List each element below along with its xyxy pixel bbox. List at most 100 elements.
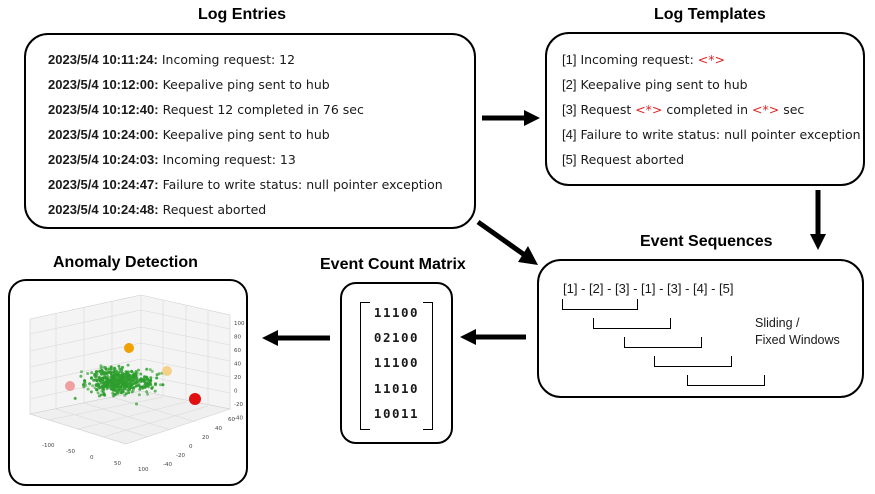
window-bracket [593, 318, 671, 329]
normal-point [99, 364, 103, 368]
anomaly-point [65, 381, 75, 391]
normal-point [121, 390, 125, 394]
normal-point [115, 391, 119, 395]
normal-point [101, 378, 105, 382]
normal-point [136, 380, 140, 384]
template-text: completed in [662, 102, 753, 117]
normal-point [97, 394, 101, 398]
normal-point [108, 379, 112, 383]
normal-point [119, 385, 123, 389]
matrix-row: 11010 [373, 381, 420, 396]
normal-point [90, 376, 93, 380]
normal-point [155, 376, 159, 380]
x-tick-label: 50 [114, 461, 121, 467]
template-number: [5] [562, 152, 577, 167]
normal-point [101, 381, 105, 385]
x-tick-label: 100 [138, 467, 149, 473]
normal-point [84, 383, 87, 387]
normal-point [86, 387, 90, 391]
log-templates-title: Log Templates [654, 6, 766, 23]
matrix-row: 02100 [373, 330, 420, 345]
template-line: [4] Failure to write status: null pointe… [562, 127, 861, 142]
matrix-row: 11100 [373, 355, 420, 370]
normal-point [127, 391, 131, 395]
normal-point [121, 375, 125, 379]
arrow-templates-to-sequences [810, 190, 826, 250]
template-number: [4] [562, 127, 577, 142]
normal-point [110, 376, 114, 379]
normal-point [145, 390, 149, 394]
log-timestamp: 2023/5/4 10:12:40: [48, 102, 159, 117]
arrow-log-to-templates [482, 110, 540, 126]
log-timestamp: 2023/5/4 10:24:47: [48, 177, 159, 192]
normal-point [95, 388, 99, 392]
normal-point [138, 387, 142, 391]
normal-point [142, 385, 146, 389]
normal-point [121, 379, 124, 383]
anomaly-point [189, 393, 201, 405]
z-tick-label: 20 [234, 375, 241, 381]
normal-point [134, 381, 137, 385]
log-timestamp: 2023/5/4 10:12:00: [48, 77, 159, 92]
normal-point [101, 371, 104, 375]
normal-point [115, 381, 119, 385]
normal-point [124, 375, 128, 379]
normal-point [118, 381, 122, 385]
normal-point [126, 363, 130, 367]
normal-point [98, 370, 102, 374]
event-sequences-box: [1] - [2] - [3] - [1] - [3] - [4] - [5] … [537, 259, 864, 398]
normal-point [148, 368, 152, 372]
normal-point [125, 370, 129, 374]
normal-point [109, 365, 113, 369]
normal-point [80, 370, 83, 374]
z-tick-label: 60 [234, 348, 241, 354]
log-entries-title: Log Entries [198, 6, 287, 23]
y-tick-label: 40 [215, 426, 222, 432]
windows-label: Sliding / [755, 316, 800, 330]
normal-point [143, 375, 147, 379]
normal-point [137, 393, 141, 397]
log-message: Incoming request: 12 [161, 52, 296, 67]
log-entries-box: 2023/5/4 10:11:24: Incoming request: 12 … [24, 33, 476, 229]
normal-point [128, 381, 132, 385]
normal-point [99, 366, 103, 370]
normal-point [146, 385, 150, 389]
normal-point [100, 389, 104, 393]
normal-point [113, 366, 116, 370]
log-timestamp: 2023/5/4 10:24:03: [48, 152, 159, 167]
normal-point [107, 368, 111, 372]
log-message: Incoming request: 13 [162, 152, 296, 167]
y-tick-label: -20 [176, 453, 185, 459]
normal-point [137, 368, 140, 372]
normal-point [137, 383, 141, 387]
anomaly-point [162, 366, 172, 376]
log-entry: 2023/5/4 10:12:00: Keepalive ping sent t… [48, 77, 330, 92]
normal-point [109, 370, 113, 374]
normal-point [112, 394, 115, 398]
normal-point [127, 376, 131, 380]
normal-point [86, 372, 90, 375]
normal-point [146, 392, 150, 396]
normal-point [115, 388, 119, 392]
anomaly-detection-title: Anomaly Detection [53, 254, 198, 271]
log-entry: 2023/5/4 10:24:48: Request aborted [48, 202, 266, 217]
log-timestamp: 2023/5/4 10:24:48: [48, 202, 159, 217]
template-text: Incoming request: [580, 52, 698, 67]
normal-point [89, 390, 93, 394]
normal-point [149, 376, 153, 380]
event-count-matrix-title: Event Count Matrix [320, 256, 466, 273]
template-placeholder: <*> [752, 102, 780, 117]
normal-point [117, 364, 121, 368]
log-entry: 2023/5/4 10:24:47: Failure to write stat… [48, 177, 443, 192]
arrow-sequences-to-matrix [460, 329, 526, 345]
normal-point [118, 375, 122, 379]
log-entry: 2023/5/4 10:24:00: Keepalive ping sent t… [48, 127, 330, 142]
normal-point [111, 382, 115, 386]
normal-point [135, 402, 138, 406]
template-line: [3] Request <*> completed in <*> sec [562, 102, 804, 117]
normal-point [73, 396, 77, 400]
normal-point [125, 379, 129, 383]
normal-point [93, 373, 97, 376]
window-bracket [687, 375, 765, 386]
window-bracket [562, 299, 638, 310]
